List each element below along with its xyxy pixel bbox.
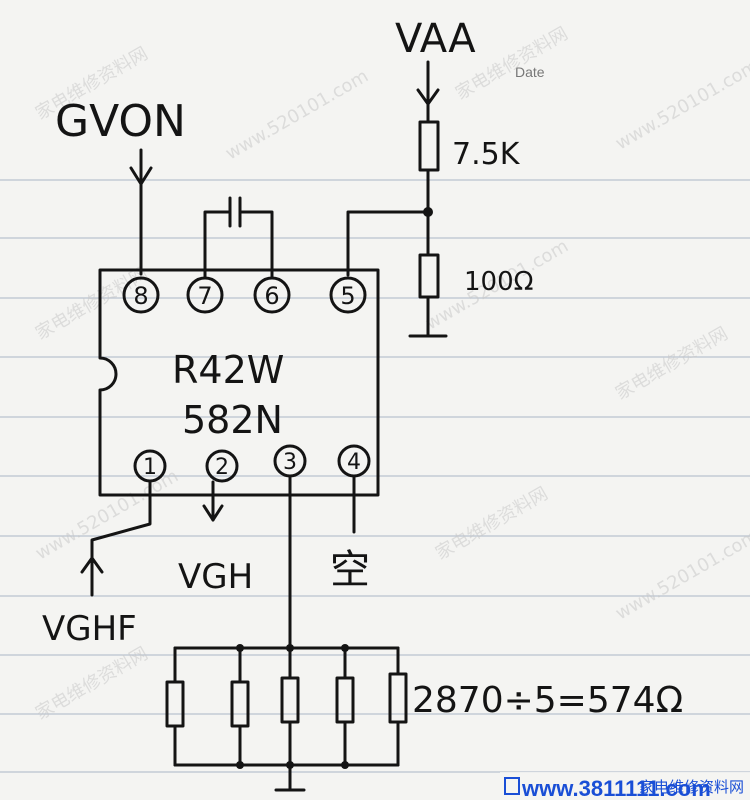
pin-8-label: 8 (133, 282, 148, 310)
cap-wire-right (238, 210, 274, 279)
resistor-100ohm (418, 253, 440, 299)
vgh-connection: VGH (178, 480, 253, 597)
pin-3-label: 3 (283, 450, 297, 475)
watermark-site: www.520101.com (612, 56, 750, 155)
pin-6-label: 6 (264, 282, 279, 310)
resistor-5 (388, 672, 408, 724)
footer-brand: www.3811111.com 家电维修资料网 (500, 772, 750, 800)
pin-6 (253, 276, 291, 314)
gvon-label: GVON (55, 96, 186, 147)
nc-label: 空 (330, 547, 370, 593)
pin-2-label: 2 (215, 455, 229, 480)
footer-logo-icon (504, 777, 520, 795)
pin-7 (186, 276, 224, 314)
resistor-3 (280, 676, 300, 724)
vgh-arrow-icon (202, 504, 224, 522)
chip-line2: 582N (182, 398, 283, 442)
ic-body (98, 268, 380, 497)
r-top-label: 7.5K (452, 137, 521, 172)
watermark-text: 家电维修资料网 (612, 323, 732, 404)
parallel-resistors: 2870÷5=574Ω (165, 475, 683, 792)
pin5-wire (346, 210, 430, 277)
resistor-7-5k (418, 120, 440, 172)
pin-7-label: 7 (197, 282, 212, 310)
capacitor-7-6 (203, 196, 274, 279)
resistor-1 (165, 680, 185, 728)
watermark-site: www.520101.com (222, 66, 372, 165)
vgh-label: VGH (178, 557, 253, 597)
vaa-arrow-icon (416, 88, 440, 106)
watermark-text: 家电维修资料网 (432, 483, 552, 564)
footer-backdrop (500, 772, 750, 800)
vghf-arrow-icon (80, 556, 104, 574)
r-bottom-label: 100Ω (464, 267, 534, 297)
pin1-wire (90, 480, 152, 597)
ic-chip: R42W 582N 8 7 6 5 1 2 3 4 (98, 268, 380, 497)
pin-4-label: 4 (347, 450, 361, 475)
vghf-connection: VGHF (42, 480, 152, 649)
vaa-label: VAA (395, 16, 476, 62)
date-label: Date (515, 64, 545, 80)
vghf-label: VGHF (42, 609, 137, 649)
pin-2 (205, 449, 239, 483)
cap-wire-left (203, 210, 232, 279)
chip-line1: R42W (172, 348, 284, 392)
resistor-4 (335, 676, 355, 724)
watermark-site: www.520101.com (612, 526, 750, 625)
vaa-divider: VAA 7.5K 100Ω (346, 16, 534, 338)
footer-url: www.3811111.com (521, 776, 711, 800)
footer-brand-text: 家电维修资料网 (639, 778, 744, 796)
pin-5 (329, 276, 367, 314)
pin-1-label: 1 (143, 455, 157, 480)
equation-label: 2870÷5=574Ω (412, 680, 683, 721)
gvon-input: GVON (55, 96, 186, 276)
resistor-2 (230, 680, 250, 728)
gvon-arrow-icon (129, 166, 153, 186)
pin-5-label: 5 (340, 282, 355, 310)
nc-connection: 空 (330, 475, 370, 593)
pin-8 (122, 276, 160, 314)
watermark-site: www.520101.com (32, 466, 182, 565)
